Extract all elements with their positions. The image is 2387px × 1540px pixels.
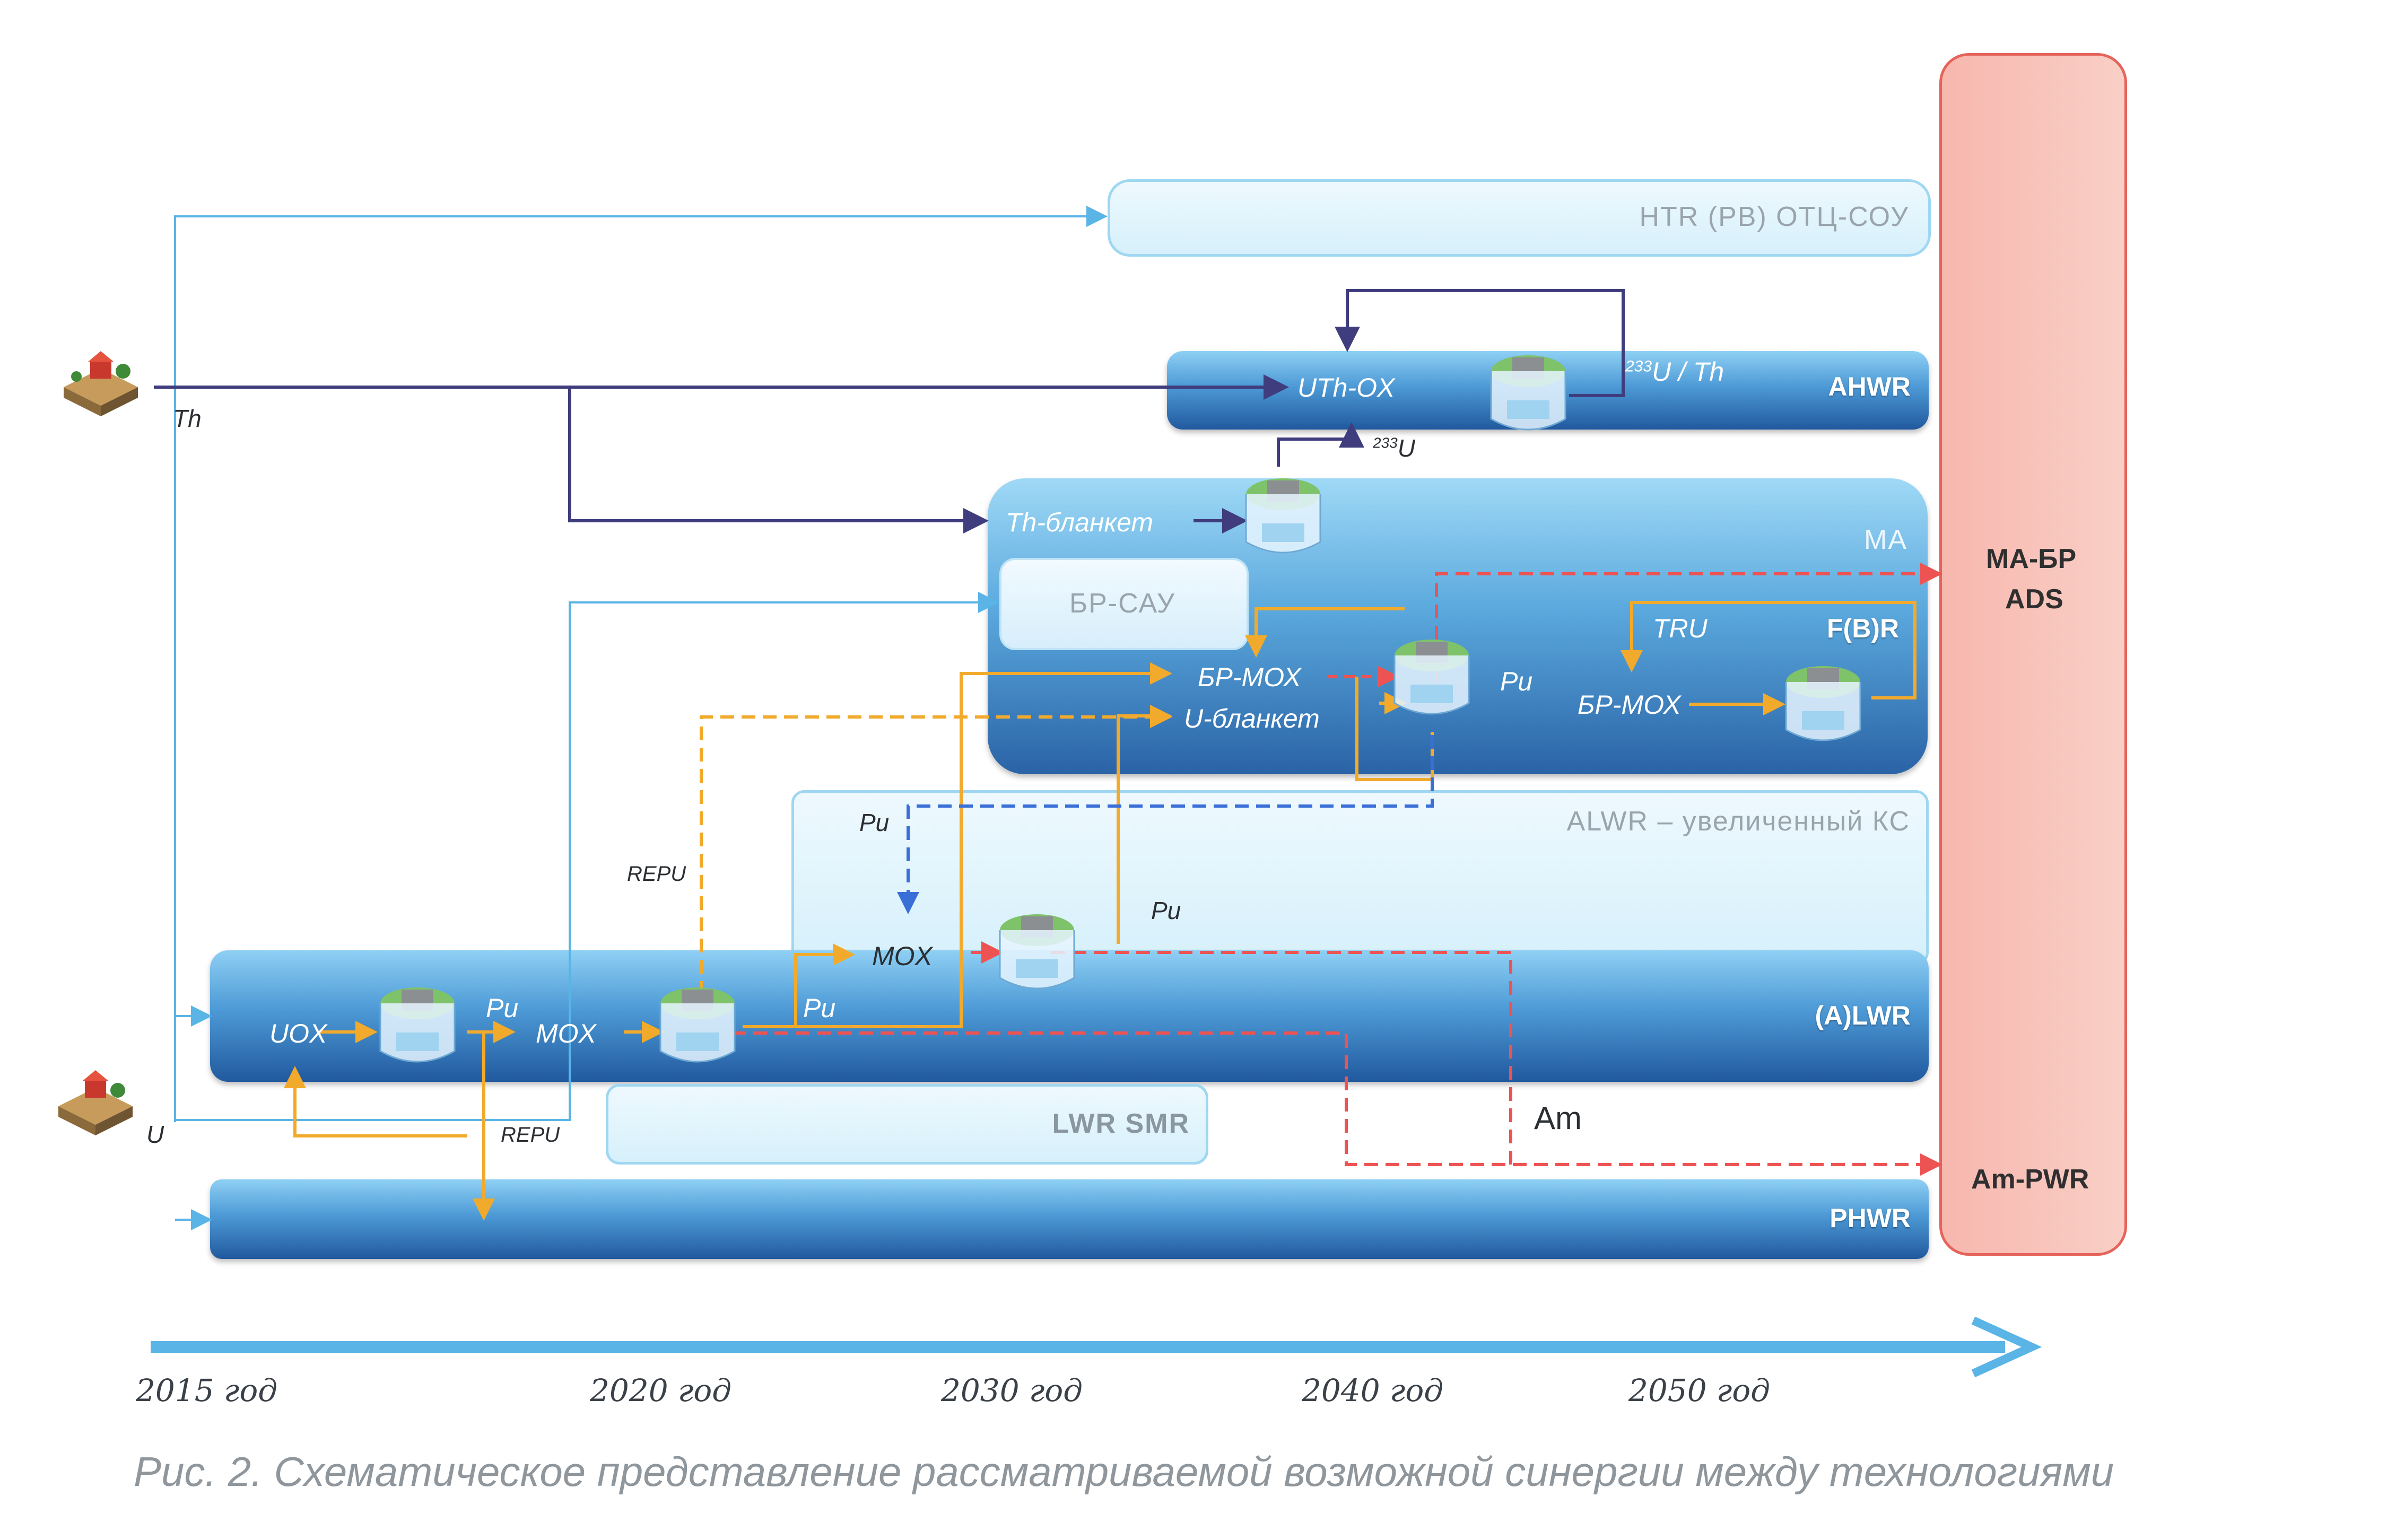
u233-text: U <box>1397 434 1415 462</box>
phwr-label: PHWR <box>1830 1203 1911 1233</box>
reactor-icon-th-blanket <box>1245 478 1321 554</box>
htr-bar: HTR (PB) ОТЦ-СОУ <box>1108 179 1931 257</box>
br-sau-label: БР-САУ <box>1069 588 1175 619</box>
br-mox-fbr-label: БР-МОХ <box>1578 690 1681 720</box>
uth-ox-label: UTh-OX <box>1297 373 1395 402</box>
u-blanket-label: U-бланкет <box>1184 704 1320 733</box>
ma-br-ads-block <box>1939 53 2127 1256</box>
mox-lwr-label: MOX <box>536 1019 596 1048</box>
ads-label: ADS <box>2005 584 2063 615</box>
repu-dashed-line <box>700 706 1172 995</box>
ma-corner-label: MA <box>1864 524 1907 555</box>
ahwr-label: AHWR <box>1828 372 1911 401</box>
tru-label: TRU <box>1653 614 1708 643</box>
pu-alwr-right-label: Pu <box>1151 897 1181 924</box>
am-pwr-label: Am-PWR <box>1971 1164 2089 1195</box>
u-label: U <box>146 1121 164 1148</box>
fbr-label: F(B)R <box>1827 614 1900 643</box>
alwr-main-label: (A)LWR <box>1815 1001 1911 1030</box>
pu-alwr-label: Pu <box>859 809 890 836</box>
feed-lines-light <box>174 206 1108 1230</box>
pu-blue-dashed-line <box>897 735 1434 914</box>
am-label: Am <box>1534 1100 1582 1136</box>
reactor-icon-lwr-1 <box>379 987 456 1063</box>
reactor-icon-lwr-2 <box>659 987 736 1063</box>
br-mox-label: БР-МОХ <box>1198 662 1301 692</box>
u233-th-superscript: 233 <box>1625 357 1652 375</box>
u233-th-label: 233U / Th <box>1625 356 1724 387</box>
year-2020: 2020 год <box>590 1372 732 1408</box>
phwr-bar: PHWR <box>210 1179 1929 1259</box>
year-2015: 2015 год <box>136 1372 278 1408</box>
lwr-smr-bar: LWR SMR <box>606 1084 1208 1165</box>
orange-flows <box>284 601 1916 1221</box>
year-2050: 2050 год <box>1628 1372 1771 1408</box>
reactor-icon-br-mox <box>1393 640 1470 715</box>
ma-br-label: МА-БР <box>1986 544 2077 574</box>
reactor-icon-fbr <box>1785 666 1861 741</box>
htr-label: HTR (PB) ОТЦ-СОУ <box>1639 202 1909 232</box>
timeline-arrowhead <box>1971 1316 2042 1378</box>
thorium-lines <box>154 289 1625 533</box>
pu-lwr-2-label: Pu <box>803 993 836 1023</box>
br-sau-box: БР-САУ <box>999 558 1249 650</box>
th-label: Th <box>173 405 202 432</box>
pu-lwr-1-label: Pu <box>486 993 519 1023</box>
u233-th-text: U / Th <box>1652 357 1724 387</box>
lwr-smr-label: LWR SMR <box>1052 1108 1190 1139</box>
pu-ma-label: Pu <box>1500 667 1533 696</box>
alwr-label: ALWR – увеличенный КС <box>1566 806 1910 837</box>
figure-caption: Рис. 2. Схематическое представление расс… <box>134 1448 2114 1495</box>
u233-label: 233U <box>1373 434 1415 462</box>
year-2040: 2040 год <box>1302 1372 1444 1408</box>
year-2030: 2030 год <box>941 1372 1083 1408</box>
repu-bottom-label: REPU <box>501 1123 560 1147</box>
u233-superscript: 233 <box>1373 434 1398 451</box>
reactor-icon-alwr <box>999 914 1075 990</box>
uranium-deposit-icon <box>58 1070 133 1135</box>
uox-label: UOX <box>269 1019 327 1048</box>
repu-top-label: REPU <box>627 862 686 886</box>
red-dashed-flows <box>732 563 1942 1176</box>
thorium-deposit-icon <box>64 351 138 416</box>
mox-alwr-label: MOX <box>872 941 933 971</box>
reactor-icon-ahwr <box>1490 355 1566 431</box>
th-blanket-label: Th-бланкет <box>1006 508 1154 537</box>
alwr-bar: ALWR – увеличенный КС <box>791 790 1929 965</box>
